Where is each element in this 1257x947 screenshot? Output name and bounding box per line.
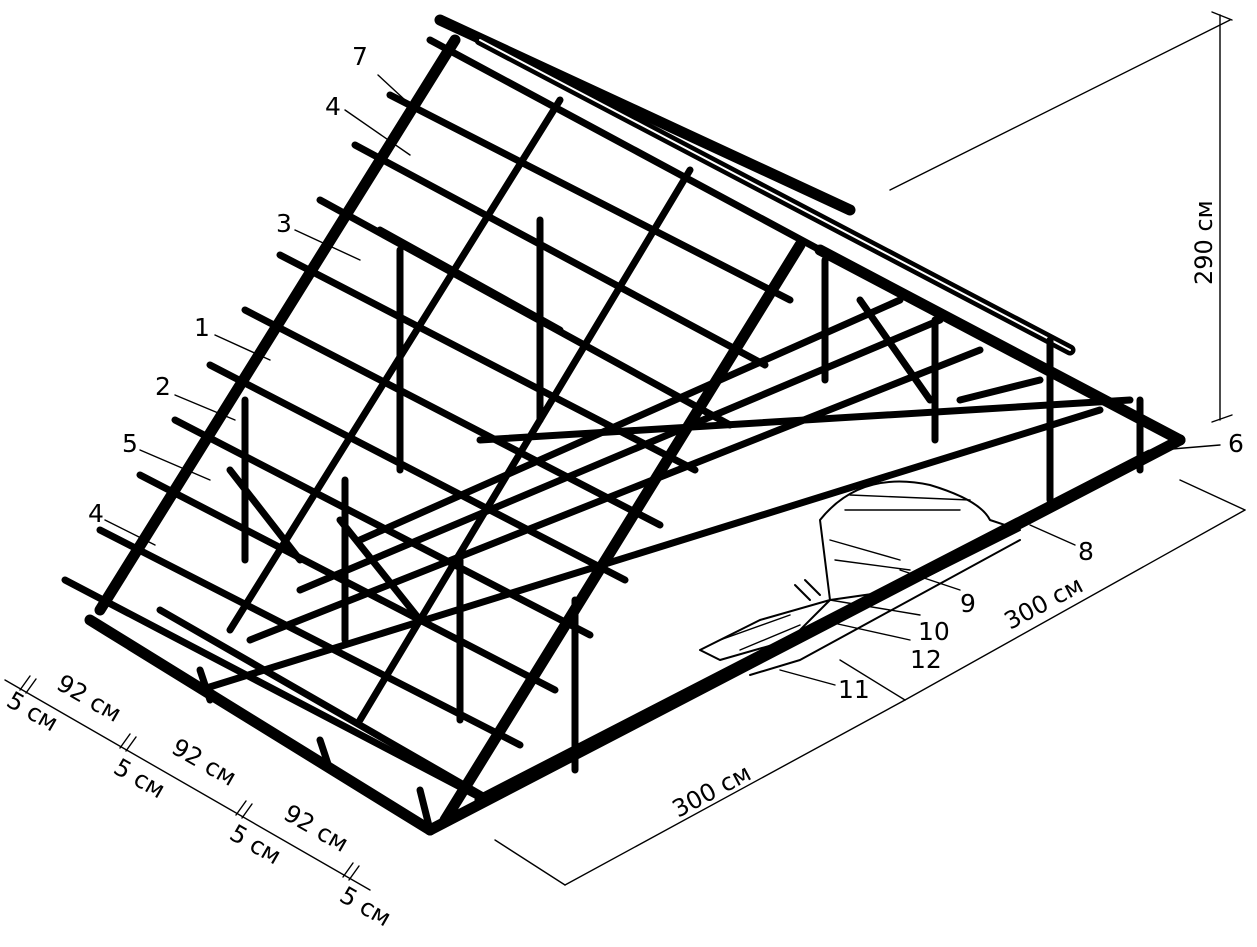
callout-8: 8 bbox=[1078, 537, 1094, 566]
floor-joists bbox=[84, 296, 1186, 836]
studs bbox=[241, 216, 1144, 774]
callout-3: 3 bbox=[276, 209, 292, 238]
callout-4-top: 4 bbox=[325, 92, 341, 121]
dim-length-right-label: 300 см bbox=[1000, 571, 1088, 636]
dim-gap-4: 5 см bbox=[335, 881, 396, 932]
dim-length-front-label: 300 см bbox=[668, 759, 756, 824]
callout-7: 7 bbox=[352, 42, 368, 71]
dim-gap-3: 5 см bbox=[225, 819, 286, 870]
callout-11: 11 bbox=[838, 675, 870, 704]
callout-6: 6 bbox=[1228, 429, 1244, 458]
callout-10: 10 bbox=[918, 617, 950, 646]
callout-9: 9 bbox=[960, 589, 976, 618]
dimension-lines bbox=[4, 11, 1246, 891]
dim-spacing-2: 92 см bbox=[167, 733, 241, 792]
callout-5: 5 bbox=[122, 429, 138, 458]
dim-spacing-3: 92 см bbox=[279, 799, 353, 858]
callout-1: 1 bbox=[194, 313, 210, 342]
dim-height-label: 290 см bbox=[1190, 200, 1218, 285]
braces bbox=[226, 226, 1044, 624]
insulation-section bbox=[699, 480, 1021, 676]
callout-leaders bbox=[104, 74, 1221, 686]
callout-4-bottom: 4 bbox=[88, 499, 104, 528]
dim-spacing-1: 92 см bbox=[52, 669, 126, 728]
dim-gap-2: 5 см bbox=[109, 753, 170, 804]
callout-2: 2 bbox=[155, 372, 171, 401]
ridge-beam bbox=[434, 14, 1076, 356]
callout-12: 12 bbox=[910, 645, 942, 674]
